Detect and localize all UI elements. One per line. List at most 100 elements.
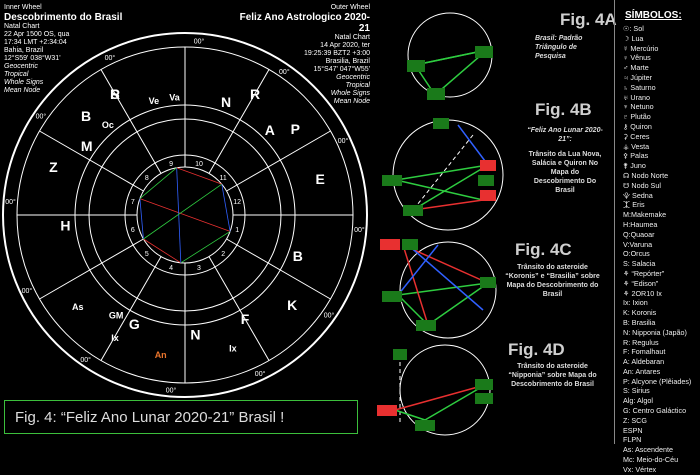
legend-item: N: Nipponia (Japão) <box>623 327 687 337</box>
planet-letter: B <box>81 108 91 124</box>
outer-date: 14 Apr 2020, ter <box>320 42 370 49</box>
planet-letter: S <box>110 86 119 102</box>
legend-item: S: Sirius <box>623 386 650 396</box>
legend-item: K: Koronis <box>623 308 657 318</box>
fig-4b-note: Trânsito da Lua Nova, Salácia e Quiron N… <box>528 151 602 194</box>
legend-item: ☿ Mercúrio <box>623 43 659 53</box>
planet-box <box>415 420 435 431</box>
legend-item: V:Varuna <box>623 239 653 249</box>
house-spoke <box>100 256 162 361</box>
outer-title: Feliz Ano Astrologico 2020-21 <box>239 12 370 34</box>
inner-houses: Whole Signs <box>4 79 44 86</box>
planet-letter: N <box>190 327 200 343</box>
legend-item: ♄ Saturno <box>623 82 656 92</box>
house-number: 7 <box>131 199 135 206</box>
house-spokes <box>17 47 353 383</box>
outer-coords: 15°S47' 047°W55' <box>313 66 370 73</box>
planet-letter: N <box>221 94 231 110</box>
aspect-line <box>139 198 231 232</box>
wheel-degree-labels: 00°00°00°00°00°00°00°00°00°00°00°00° <box>5 38 365 395</box>
figure-caption-box: Fig. 4: “Feliz Ano Lunar 2020-21” Brasil… <box>4 400 358 434</box>
inner-label: Inner Wheel <box>4 4 42 11</box>
legend-item: Z: SCG <box>623 415 647 425</box>
planet-letter: H <box>60 217 70 233</box>
house-spoke <box>226 130 331 192</box>
aspect-line <box>139 167 177 199</box>
wheel-degree-label: 00° <box>194 38 205 46</box>
legend-item: As: Ascendente <box>623 445 673 455</box>
planet-letter: Z <box>49 159 58 175</box>
house-spoke <box>39 130 144 192</box>
inner-zodiac: Geocentric <box>4 63 38 70</box>
planet-letter: B <box>293 248 303 264</box>
legend-item: ⚘ “Edison” <box>623 278 659 288</box>
aspect-line <box>176 167 222 185</box>
legend-item: ♆ Netuno <box>623 102 654 112</box>
outer-wheel-header: Outer Wheel Feliz Ano Astrologico 2020-2… <box>230 4 370 106</box>
legend-item: M:Makemake <box>623 210 667 220</box>
house-spoke <box>226 238 331 300</box>
house-spoke <box>39 238 144 300</box>
planet-letter: G <box>129 316 140 332</box>
fig-4a-title: Fig. 4A <box>560 10 617 29</box>
wheel-degree-label: 00° <box>338 137 349 145</box>
legend-item: H:Haumea <box>623 219 658 229</box>
outer-houses: Whole Signs <box>330 90 370 97</box>
legend-item: ⚴ Palas <box>623 151 649 161</box>
symbols-legend: SÍMBOLOS: ☉: Sol☽ Lua☿ Mercúrio♀ Vênus♂ … <box>620 10 700 475</box>
figure-caption: Fig. 4: “Feliz Ano Lunar 2020-21” Brasil… <box>15 409 285 426</box>
house-number: 2 <box>221 251 225 258</box>
house-number: 3 <box>197 265 201 272</box>
legend-item: ⚷ Quiron <box>623 121 652 131</box>
planet-box <box>478 175 494 186</box>
legend-item: Alg: Algol <box>623 396 653 406</box>
inner-time: 17:34 LMT +2:34:04 <box>4 39 67 46</box>
planet-box <box>382 175 402 186</box>
outer-label: Outer Wheel <box>330 4 370 11</box>
aspect-line <box>176 167 182 263</box>
wheel-degree-label: 00° <box>255 370 266 378</box>
house-number: 5 <box>145 251 149 258</box>
outer-node: Mean Node <box>333 98 370 105</box>
planet-box <box>402 239 418 250</box>
planet-letter: GM <box>109 310 124 320</box>
inner-wheel-header: Inner Wheel Descobrimento do Brasil Nata… <box>4 4 122 95</box>
legend-item: FLPN <box>623 435 642 445</box>
planet-letter: Va <box>169 92 181 102</box>
fig-4b-note-title: “Feliz Ano Lunar 2020-21”: <box>527 127 603 143</box>
planet-letter: K <box>287 297 297 313</box>
legend-item: An: Antares <box>623 366 661 376</box>
planet-box <box>480 277 496 288</box>
planet-letter: Ix <box>229 344 237 354</box>
legend-item: Mc: Meio-do-Céu <box>623 455 679 465</box>
planet-box <box>393 349 407 360</box>
planet-box <box>475 379 493 390</box>
house-number: 8 <box>145 175 149 182</box>
inner-date: 22 Apr 1500 OS, qua <box>4 31 70 38</box>
wheel-degree-label: 00° <box>80 356 91 364</box>
wheel-degree-label: 00° <box>166 386 177 394</box>
outer-time: 19:25:39 BZT2 +3:00 <box>304 50 370 57</box>
legend-item: G: Centro Galáctico <box>623 406 687 416</box>
wheel-degree-label: 00° <box>36 113 47 121</box>
legend-item: Ix: Ixion <box>623 298 648 308</box>
planet-letter: P <box>291 121 300 137</box>
planet-box <box>380 239 400 250</box>
main-wheel-chart: 00°00°00°00°00°00°00°00°00°00°00°00° 123… <box>2 32 368 398</box>
planet-letter: R <box>110 86 120 102</box>
planet-box <box>377 405 397 416</box>
fig-4d-diagram <box>377 344 493 436</box>
legend-item: ⚳ Ceres <box>623 131 650 141</box>
legend-item: ♇ Plutão <box>623 112 651 122</box>
planet-letter: Oc <box>102 120 114 130</box>
legend-item: A: Aldebaran <box>623 357 665 367</box>
house-number: 12 <box>233 199 241 206</box>
aspect-line <box>143 238 182 264</box>
legend-item: ☊ Nodo Norte <box>623 170 669 180</box>
legend-title: SÍMBOLOS: <box>625 10 682 21</box>
aspect-line <box>139 198 144 240</box>
planet-letter: F <box>241 311 250 327</box>
wheel-degree-label: 00° <box>5 198 16 206</box>
legend-items: ☉: Sol☽ Lua☿ Mercúrio♀ Vênus♂ Marte♃ Júp… <box>620 24 700 475</box>
outer-tropical: Tropical <box>345 82 370 89</box>
